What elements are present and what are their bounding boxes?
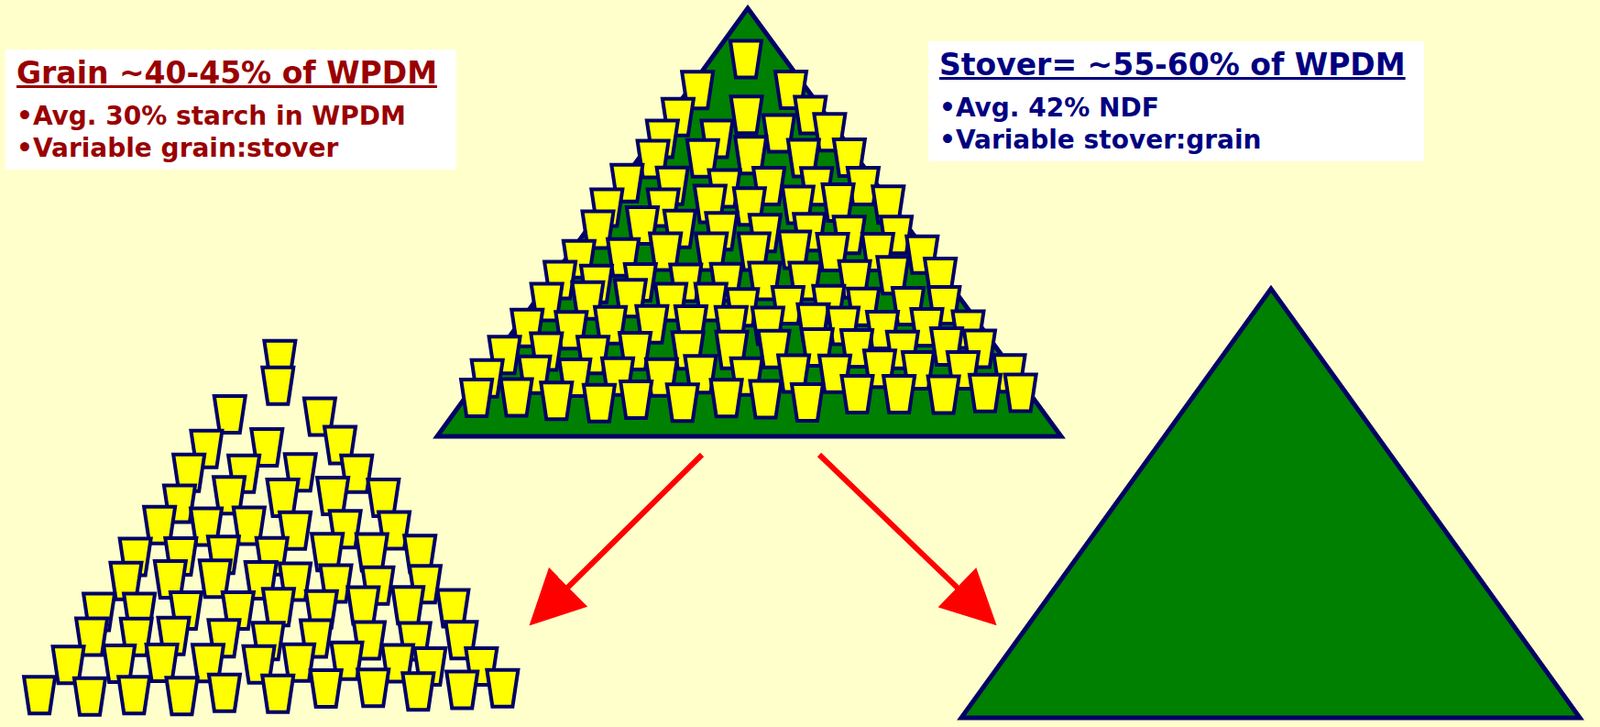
- kernel: [731, 96, 763, 133]
- kernel: [749, 381, 781, 418]
- bullet-text: •Avg. 30% starch in WPDM: [16, 99, 446, 132]
- text-box: Grain ~40-45% of WPDM •Avg. 30% starch in…: [5, 49, 457, 170]
- kernel: [262, 367, 294, 405]
- kernel: [883, 375, 915, 413]
- kernel: [214, 395, 246, 433]
- heading: Grain ~40-45% of WPDM: [16, 54, 446, 91]
- kernel: [165, 677, 198, 714]
- kernel: [583, 384, 615, 422]
- kernel: [928, 376, 960, 414]
- kernel: [791, 383, 823, 421]
- bullet-text: •Variable grain:stover: [16, 131, 446, 165]
- grain-pile: [23, 340, 518, 715]
- kernel: [263, 588, 295, 625]
- kernel: [460, 379, 493, 417]
- kernel: [540, 382, 572, 419]
- kernel: [23, 676, 55, 713]
- kernel: [118, 676, 150, 713]
- kernel: [730, 40, 762, 77]
- kernel: [969, 374, 1001, 412]
- kernel: [392, 586, 424, 624]
- bullet-text: •Avg. 42% NDF: [939, 91, 1414, 124]
- kernel: [501, 378, 533, 416]
- kernel: [208, 674, 241, 712]
- kernel: [402, 672, 434, 710]
- kernel: [262, 675, 294, 713]
- kernel: [667, 383, 699, 421]
- kernel: [356, 533, 388, 570]
- stover-triangle: [961, 288, 1580, 718]
- kernel: [310, 669, 342, 707]
- kernel: [446, 670, 478, 708]
- kernel: [317, 477, 349, 515]
- heading: Stover= ~55-60% of WPDM: [939, 46, 1414, 83]
- kernel: [486, 669, 518, 707]
- kernel: [74, 678, 106, 715]
- split-arrow: [819, 454, 989, 618]
- kernel: [620, 381, 652, 418]
- kernel: [841, 375, 873, 413]
- kernel: [347, 587, 379, 625]
- bullet-text: •Variable stover:grain: [939, 123, 1414, 156]
- text-box: Stover= ~55-60% of WPDM •Avg. 42% NDF•Var…: [928, 41, 1425, 162]
- split-arrow: [536, 454, 702, 618]
- kernel: [711, 379, 743, 417]
- kernel: [1005, 373, 1037, 411]
- kernel: [357, 668, 389, 706]
